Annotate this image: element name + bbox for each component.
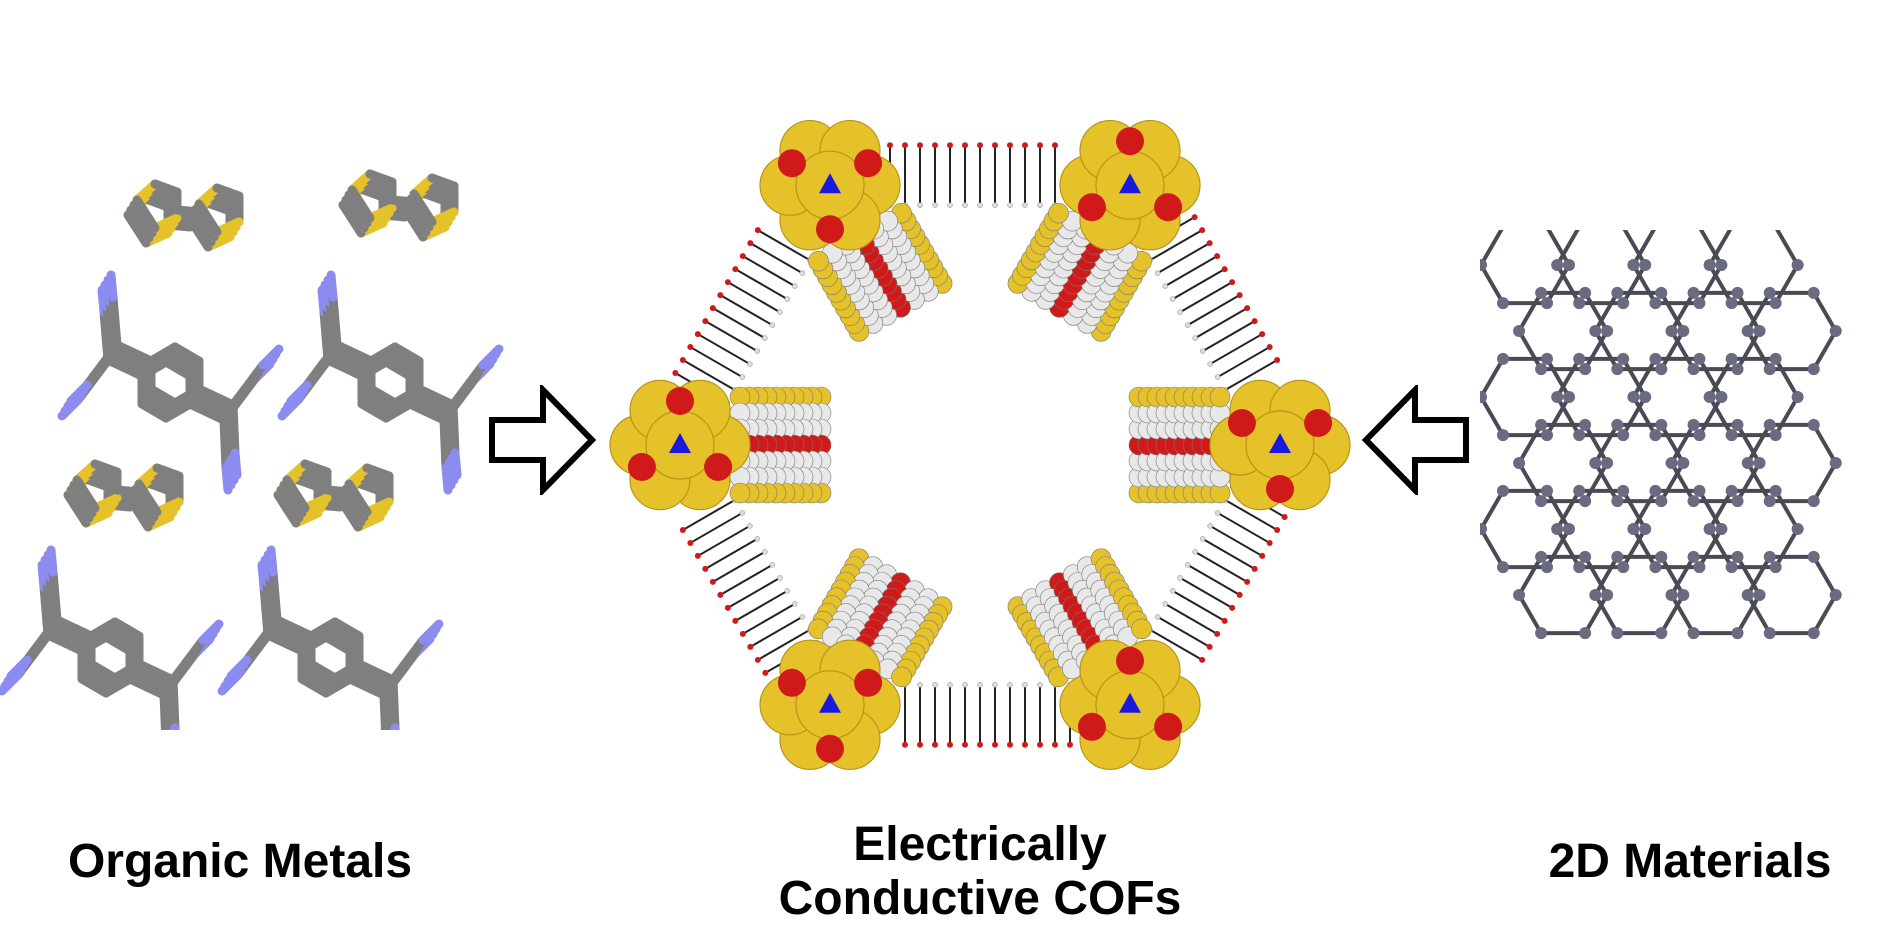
conductive-cof-pore-illustration [600, 70, 1360, 820]
organic-metals-label: Organic Metals [67, 835, 413, 888]
honeycomb-lattice [1475, 224, 1842, 640]
tcnq-molecule-stack [57, 270, 284, 495]
cof-linker-stack [679, 497, 821, 676]
tcnq-molecule-stack [0, 545, 224, 770]
hollow-arrow-left-icon [1360, 382, 1470, 498]
cof-triangulene-node [1059, 119, 1201, 251]
conductive-cofs-label-line2: Conductive COFs [778, 872, 1182, 925]
cof-stacked-column [1128, 386, 1231, 504]
cof-triangulene-node [1059, 639, 1201, 771]
conductive-cofs-label-line1: Electrically [853, 818, 1107, 871]
cof-stacked-column [729, 386, 832, 504]
cof-stacked-column [1007, 202, 1152, 342]
cof-triangulene-node [609, 379, 751, 511]
cof-hexagonal-framework [609, 119, 1351, 771]
cof-linker-stack [672, 227, 813, 406]
cof-triangulene-node [1209, 379, 1351, 511]
conductive-cofs-label: Electrically Conductive COFs [720, 818, 1240, 926]
2d-materials-label: 2D Materials [1548, 835, 1832, 888]
tcnq-molecule-stack [217, 545, 444, 770]
cof-linker-stack [902, 682, 1073, 748]
organic-metals-illustration [0, 90, 520, 770]
cof-triangulene-node [759, 119, 901, 251]
honeycomb-atoms [1475, 259, 1842, 640]
tcnq-molecule-stack [277, 270, 504, 495]
hollow-arrow-right-icon [488, 382, 598, 498]
organic-metals-molecular-stacks [0, 169, 504, 770]
ttf-molecule-stack [273, 459, 394, 532]
ttf-molecule-stack [338, 169, 459, 242]
cof-linker-stack [1147, 484, 1288, 663]
cof-linker-stack [887, 142, 1058, 208]
cof-triangulene-node [759, 639, 901, 771]
honeycomb-bonds [1479, 224, 1838, 636]
2d-materials-honeycomb-illustration [1475, 224, 1890, 680]
ttf-molecule-stack [63, 459, 184, 532]
ttf-molecule-stack [123, 179, 244, 252]
